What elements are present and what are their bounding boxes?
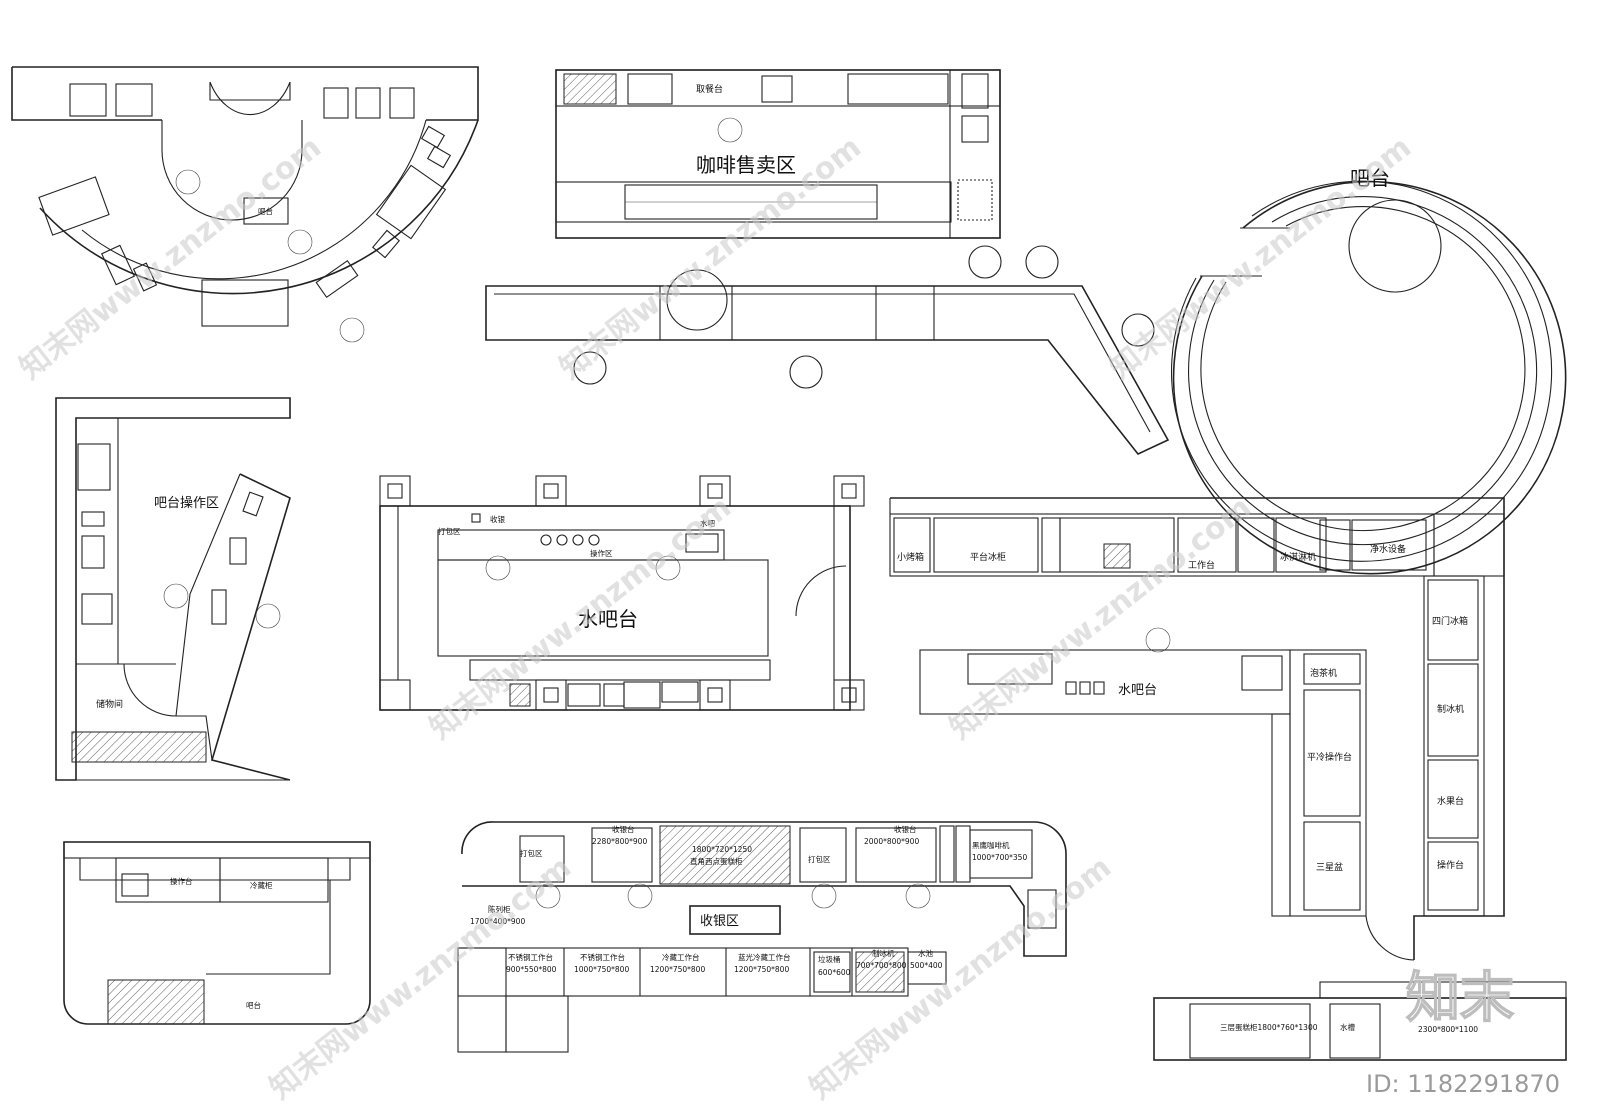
label-sink-small: 水槽: [1340, 1022, 1356, 1032]
label-pack-area-1: 打包区: [520, 848, 543, 858]
label-coffee-area: 咖啡售卖区: [696, 153, 796, 177]
label-flat-fridge: 平台冰柜: [970, 551, 1006, 563]
label-display-cabinet-dim: 1700*400*900: [470, 917, 525, 926]
label-op-small: 操作区: [590, 548, 613, 558]
watermark-id: ID: 1182291870: [1366, 1070, 1560, 1098]
label-cold-bench: 冷藏工作台: [662, 952, 700, 962]
plan-water-bar: 水吧台 收银 水吧 打包区 操作区: [379, 475, 865, 711]
label-workbench: 工作台: [1188, 559, 1215, 571]
label-operation-counter: 操作台: [1437, 859, 1464, 871]
label-coffee-machine-dim: 1000*700*350: [972, 853, 1027, 862]
label-triple-sink: 三星盆: [1316, 861, 1343, 873]
label-small-oven: 小烤箱: [897, 551, 924, 563]
label-water-bar: 水吧台: [578, 607, 638, 631]
storage-cabinets: [71, 731, 207, 763]
label-cake-cabinet: 直角西点蛋糕柜: [690, 856, 743, 866]
label-cashier-area: 收银区: [700, 914, 739, 929]
label-cashier-small: 收银: [490, 514, 505, 524]
label-fruit-counter: 水果台: [1437, 795, 1464, 807]
label-water-pool-dim: 500*400: [910, 961, 943, 970]
label-blue-cold-bench-dim: 1200*750*800: [734, 965, 789, 974]
plan-long-counter: [485, 245, 1170, 455]
label-storage: 储物间: [96, 698, 123, 710]
label-steel-bench-1-dim: 900*550*800: [506, 965, 557, 974]
label-coffee-machine: 黑鹰咖啡机: [972, 840, 1010, 850]
watermark-text-5: 知末网www.znzmo.com: [943, 490, 1258, 747]
label-tea-maker: 泡茶机: [1310, 667, 1337, 679]
plan-curved-bar: 吧台: [11, 66, 479, 343]
label-four-door-fridge: 四门冰箱: [1432, 615, 1468, 627]
label-bar-top-left: 吧台: [258, 206, 273, 216]
label-water-purifier: 净水设备: [1370, 543, 1406, 555]
coffee-display-grid: [624, 184, 878, 220]
label-cake-cabinet-dim: 1800*720*1250: [692, 845, 752, 854]
label-display-cabinet: 陈列柜: [488, 904, 511, 914]
label-pack-small: 打包区: [438, 526, 461, 536]
label-ice-machine-dim: 700*700*800: [856, 961, 907, 970]
plan-cashier-area: 收银区 打包区 打包区 收银台 2280*800*900 收银台 2000*80…: [457, 821, 1067, 1053]
label-steel-bench-2-dim: 1000*750*800: [574, 965, 629, 974]
label-three-door-cabinet: 三层蛋糕柜1800*760*1300: [1220, 1022, 1318, 1032]
plan-l-water-bar: 小烤箱 平台冰柜 工作台 冰淇淋机 净水设备 四门冰箱 制冰机 水果台 操作台 …: [889, 497, 1505, 961]
watermark-text-7: 知末网www.znzmo.com: [803, 850, 1118, 1104]
label-trash-bin-dim: 600*600: [818, 968, 851, 977]
label-bar-operation: 吧台操作区: [154, 495, 219, 511]
label-water-small: 水吧: [700, 518, 715, 528]
label-water-bar-2: 水吧台: [1118, 683, 1157, 698]
label-cash-counter-1-dim: 2280*800*900: [592, 837, 647, 846]
label-sink-counter: 操作台: [170, 876, 193, 886]
label-blue-cold-bench: 蓝光冷藏工作台: [738, 952, 791, 962]
label-cold-bench-dim: 1200*750*800: [650, 965, 705, 974]
label-ice-cream: 冰淇淋机: [1280, 551, 1316, 563]
label-ice-machine: 制冰机: [872, 948, 895, 958]
label-cash-counter-2: 收银台: [894, 824, 917, 834]
watermark-brand: 知末: [1406, 966, 1514, 1029]
label-cold-cabinet: 冷藏柜: [250, 880, 273, 890]
label-cash-counter-1: 收银台: [612, 824, 635, 834]
watermark-text-6: 知末网www.znzmo.com: [263, 850, 578, 1104]
label-steel-bench-2: 不锈钢工作台: [580, 952, 625, 962]
plan-bottom-right-counter: 三层蛋糕柜1800*760*1300 水槽 2300*800*1100: [1153, 981, 1567, 1061]
label-pickup-counter: 取餐台: [696, 83, 723, 95]
label-bar-bottom: 吧台: [246, 1000, 261, 1010]
label-trash-bin: 垃圾桶: [818, 954, 841, 964]
label-flat-cold-counter: 平冷操作台: [1307, 751, 1352, 763]
watermark-text-4: 知末网www.znzmo.com: [423, 490, 738, 747]
label-round-bar: 吧台: [1350, 166, 1390, 190]
label-ice-maker: 制冰机: [1437, 703, 1464, 715]
watermark-text-1: 知末网www.znzmo.com: [13, 130, 328, 387]
plan-bar-operation-area: 吧台操作区 储物间: [55, 397, 291, 781]
plan-coffee-sale-area: 取餐台 咖啡售卖区: [555, 69, 1001, 239]
label-steel-bench-1: 不锈钢工作台: [508, 952, 553, 962]
label-bottom-dim: 2300*800*1100: [1418, 1025, 1478, 1034]
label-cash-counter-2-dim: 2000*800*900: [864, 837, 919, 846]
label-water-pool: 水池: [918, 948, 933, 958]
watermark-text-3: 知末网www.znzmo.com: [1103, 130, 1418, 387]
plan-sink-counter: 操作台 冷藏柜 吧台: [63, 841, 371, 1025]
label-pack-area-2: 打包区: [808, 854, 831, 864]
